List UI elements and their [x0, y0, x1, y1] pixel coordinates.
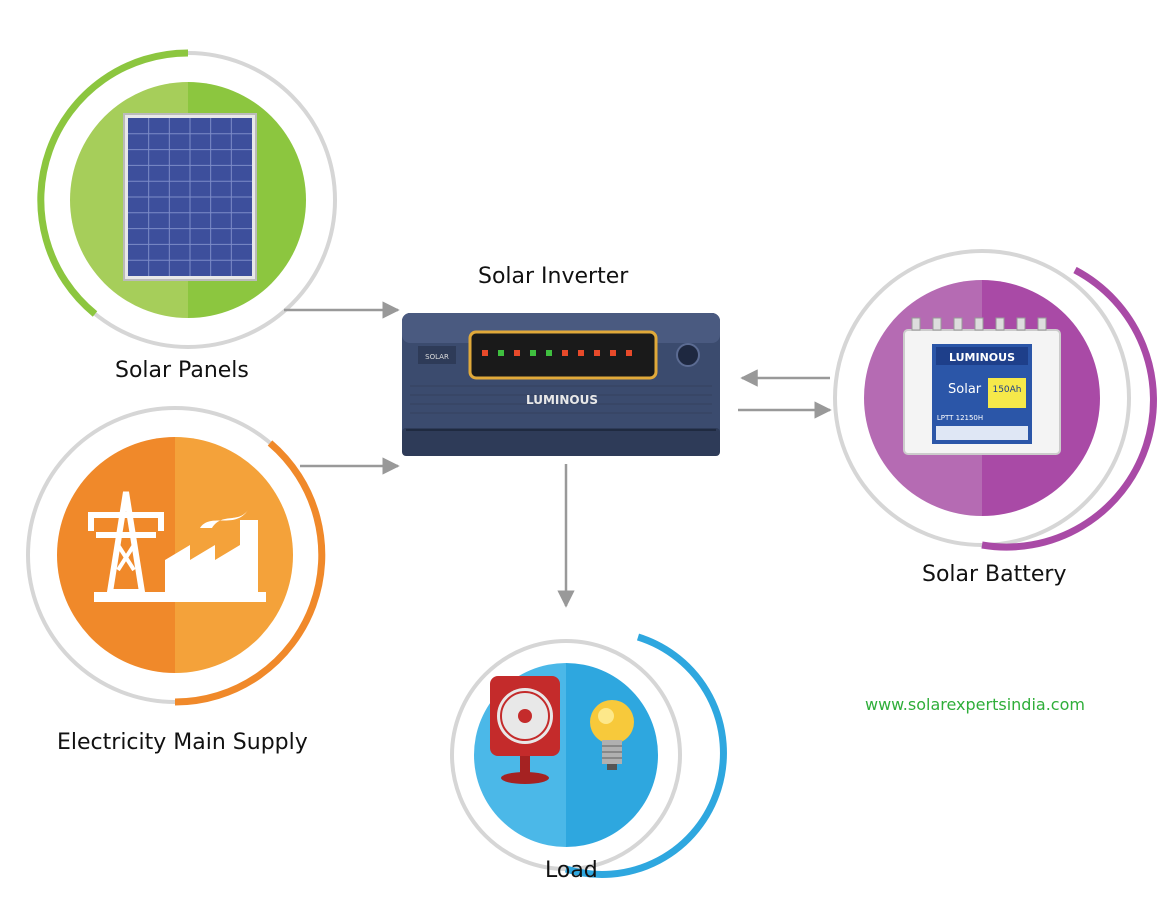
inverter-led — [530, 350, 536, 356]
battery-label: Solar Battery — [922, 562, 1067, 587]
inverter-led — [498, 350, 504, 356]
website-link[interactable]: www.solarexpertsindia.com — [865, 695, 1085, 714]
flow-arrows — [284, 301, 832, 608]
battery-terminal — [974, 317, 984, 331]
power-plant-icon — [88, 491, 266, 602]
solar-panels-ring-accent — [37, 49, 189, 317]
inverter-label: Solar Inverter — [478, 264, 629, 289]
mains-ring-accent — [174, 440, 326, 706]
bulb-icon — [590, 700, 634, 770]
battery-product: Solar — [948, 382, 982, 397]
mains-label: Electricity Main Supply — [57, 730, 308, 755]
inverter-led — [626, 350, 632, 356]
solar-panels-node — [37, 49, 337, 349]
inverter-led — [594, 350, 600, 356]
battery-terminal — [932, 317, 942, 331]
inverter-badge: SOLAR — [425, 353, 449, 361]
battery-model: LPTT 12150H — [937, 414, 983, 422]
battery-capacity: 150Ah — [992, 385, 1021, 395]
battery-node: LUMINOUS Solar 150Ah LPTT 12150H — [833, 249, 1157, 551]
solar-panel-icon — [123, 113, 257, 281]
inverter-led — [482, 350, 488, 356]
inverter-led — [514, 350, 520, 356]
inverter-led — [562, 350, 568, 356]
battery-terminal — [1016, 317, 1026, 331]
battery-terminal — [953, 317, 963, 331]
battery-terminal — [995, 317, 1005, 331]
load-ring-accent — [564, 633, 727, 878]
battery-icon: LUMINOUS Solar 150Ah LPTT 12150H — [903, 317, 1061, 455]
inverter-icon: SOLAR LUMINOUS — [402, 313, 720, 456]
fan-icon — [490, 676, 560, 784]
solar-panels-label: Solar Panels — [115, 358, 249, 383]
battery-ring-accent — [981, 266, 1157, 551]
inverter-led — [546, 350, 552, 356]
battery-terminal — [1037, 317, 1047, 331]
battery-terminal — [911, 317, 921, 331]
load-label: Load — [545, 858, 598, 883]
inverter-led — [578, 350, 584, 356]
mains-node — [26, 406, 326, 706]
inverter-brand: LUMINOUS — [526, 393, 598, 407]
battery-brand: LUMINOUS — [949, 351, 1015, 364]
load-node — [450, 633, 727, 878]
inverter-led — [610, 350, 616, 356]
